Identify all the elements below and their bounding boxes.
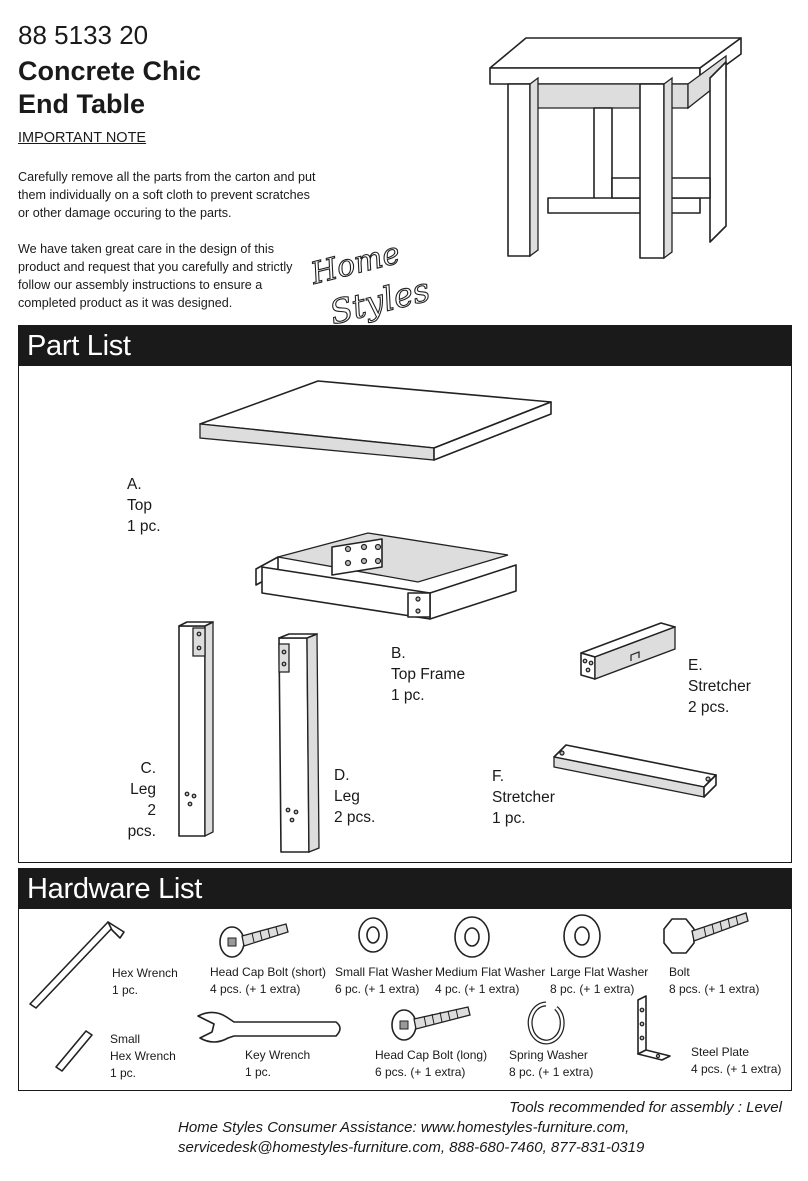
key-wrench-icon [197,1011,341,1043]
product-title: Concrete Chic End Table [18,55,318,121]
hardware-bolt: Bolt 8 pcs. (+ 1 extra) [669,964,759,998]
part-a-name: Top [127,497,152,514]
part-a-label: A. Top 1 pc. [127,474,161,537]
part-f-name: Stretcher [492,789,555,806]
large-flat-washer-qty: 8 pc. (+ 1 extra) [550,982,635,996]
spring-washer-name: Spring Washer [509,1048,588,1062]
part-a-letter: A. [127,476,142,493]
head-cap-bolt-long-name: Head Cap Bolt (long) [375,1048,488,1062]
product-title-line1: Concrete Chic [18,56,202,86]
part-d-qty: 2 pcs. [334,809,376,826]
large-flat-washer-name: Large Flat Washer [550,965,649,979]
steel-plate-name: Steel Plate [691,1045,750,1059]
assembled-table-illustration [489,37,742,260]
part-a-qty: 1 pc. [127,518,161,535]
hex-wrench-icon [29,921,125,1009]
hardware-list-heading: Hardware List [19,869,791,909]
part-leg-d-illustration [278,633,320,853]
head-cap-bolt-short-icon [219,923,289,958]
key-wrench-qty: 1 pc. [245,1065,272,1079]
spring-washer-icon [527,1001,565,1045]
steel-plate-icon [637,995,671,1061]
consumer-assistance: Home Styles Consumer Assistance: www.hom… [178,1118,644,1158]
model-number: 88 5133 20 [18,20,149,50]
consumer-assistance-line1: Home Styles Consumer Assistance: www.hom… [178,1119,630,1136]
hex-wrench-name: Hex Wrench [112,966,178,980]
hardware-list-section: Hardware List [18,868,792,1091]
head-cap-bolt-short-qty: 4 pcs. (+ 1 extra) [210,982,301,996]
part-d-label: D. Leg 2 pcs. [334,765,375,828]
hex-wrench-qty: 1 pc. [112,983,139,997]
part-d-letter: D. [334,767,350,784]
part-b-letter: B. [391,645,406,662]
small-flat-washer-qty: 6 pc. (+ 1 extra) [335,982,420,996]
hardware-head-cap-bolt-short: Head Cap Bolt (short) 4 pcs. (+ 1 extra) [210,964,326,998]
hardware-hex-wrench: Hex Wrench 1 pc. [112,965,178,999]
hardware-key-wrench: Key Wrench 1 pc. [245,1047,310,1081]
small-hex-wrench-icon [55,1030,93,1072]
part-e-label: E. Stretcher 2 pcs. [688,655,751,718]
part-list-section: Part List [18,325,792,863]
head-cap-bolt-long-qty: 6 pcs. (+ 1 extra) [375,1065,466,1079]
part-stretcher-e-illustration [580,622,676,680]
hardware-large-flat-washer: Large Flat Washer 8 pc. (+ 1 extra) [550,964,648,998]
hardware-head-cap-bolt-long: Head Cap Bolt (long) 6 pcs. (+ 1 extra) [375,1047,487,1081]
steel-plate-qty: 4 pcs. (+ 1 extra) [691,1062,782,1076]
key-wrench-name: Key Wrench [245,1048,311,1062]
small-flat-washer-name: Small Flat Washer [335,965,433,979]
hardware-small-hex-wrench: Small Hex Wrench 1 pc. [110,1031,176,1082]
medium-flat-washer-name: Medium Flat Washer [435,965,546,979]
hardware-spring-washer: Spring Washer 8 pc. (+ 1 extra) [509,1047,593,1081]
note-paragraph-1: Carefully remove all the parts from the … [18,170,316,220]
part-c-qty: 2 pcs. [127,802,156,840]
medium-flat-washer-qty: 4 pc. (+ 1 extra) [435,982,520,996]
small-hex-wrench-name-line2: Hex Wrench [110,1049,176,1063]
head-cap-bolt-short-name: Head Cap Bolt (short) [210,965,327,979]
tools-recommended: Tools recommended for assembly : Level [509,1099,782,1116]
bolt-icon [663,912,749,954]
part-c-letter: C. [140,760,157,777]
consumer-assistance-line2: servicedesk@homestyles-furniture.com, 88… [178,1139,645,1156]
part-list-heading: Part List [19,326,791,366]
part-top-frame-illustration [255,532,517,620]
hardware-small-flat-washer: Small Flat Washer 6 pc. (+ 1 extra) [335,964,433,998]
part-c-label: C. Leg 2 pcs. [116,758,156,842]
part-b-name: Top Frame [391,666,466,683]
part-e-qty: 2 pcs. [688,699,730,716]
hardware-steel-plate: Steel Plate 4 pcs. (+ 1 extra) [691,1044,781,1078]
part-b-label: B. Top Frame 1 pc. [391,643,465,706]
part-f-label: F. Stretcher 1 pc. [492,766,555,829]
bolt-qty: 8 pcs. (+ 1 extra) [669,982,760,996]
head-cap-bolt-long-icon [391,1006,471,1041]
part-d-name: Leg [334,788,360,805]
product-title-line2: End Table [18,89,146,119]
part-e-name: Stretcher [688,678,751,695]
part-e-letter: E. [688,657,703,674]
large-flat-washer-icon [563,914,601,958]
spring-washer-qty: 8 pc. (+ 1 extra) [509,1065,594,1079]
small-hex-wrench-qty: 1 pc. [110,1066,137,1080]
note-paragraph-2: We have taken great care in the design o… [18,242,293,310]
part-f-qty: 1 pc. [492,810,526,827]
part-c-name: Leg [130,781,156,798]
small-flat-washer-icon [358,917,388,953]
bolt-name: Bolt [669,965,690,979]
medium-flat-washer-icon [454,916,490,958]
part-top-illustration [199,380,552,461]
small-hex-wrench-name-line1: Small [110,1032,141,1046]
part-b-qty: 1 pc. [391,687,425,704]
note-heading: IMPORTANT NOTE [18,130,147,146]
part-leg-c-illustration [178,620,214,838]
homestyles-logo: Home Styles [306,235,434,332]
part-f-letter: F. [492,768,505,785]
part-stretcher-f-illustration [553,744,717,798]
hardware-medium-flat-washer: Medium Flat Washer 4 pc. (+ 1 extra) [435,964,545,998]
